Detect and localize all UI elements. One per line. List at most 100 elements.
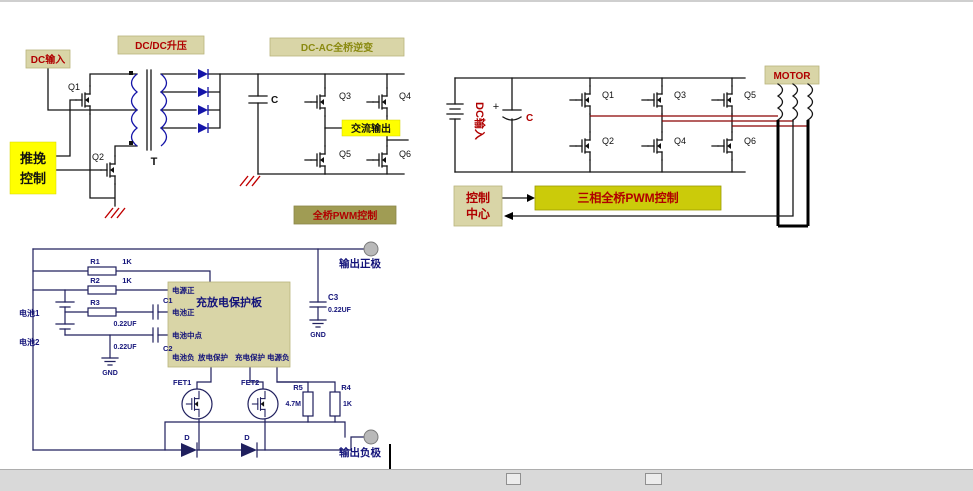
phase-dot xyxy=(129,71,133,75)
q1-label: Q1 xyxy=(602,90,614,100)
capacitor-c3 xyxy=(309,301,327,308)
page-handle[interactable] xyxy=(645,473,662,485)
pin-discharge-protect: 放电保护 xyxy=(197,352,228,362)
inverter-wires xyxy=(47,67,409,207)
q5-label: Q5 xyxy=(744,90,756,100)
output-positive-label: 输出正极 xyxy=(339,257,381,270)
motor-cables xyxy=(776,120,810,228)
q6-label: Q6 xyxy=(744,136,756,146)
r5-label: R5 xyxy=(293,383,303,392)
resistor-r3 xyxy=(87,307,117,317)
page-top-border xyxy=(0,0,973,2)
q4-label: Q4 xyxy=(674,136,686,146)
r2-label: R2 xyxy=(90,276,100,285)
ground-symbol xyxy=(101,357,119,366)
r2-value: 1K xyxy=(122,276,132,285)
output-negative-terminal xyxy=(363,429,379,445)
q6-label: Q6 xyxy=(399,149,411,159)
d2-label: D xyxy=(244,433,250,442)
plus-sign: + xyxy=(493,101,499,113)
fet1-label: FET1 xyxy=(173,378,191,387)
q4-mosfet xyxy=(647,131,663,161)
pin-battery-midpoint: 电池中点 xyxy=(172,330,202,340)
capacitor-c2 xyxy=(152,327,159,343)
ground-symbol xyxy=(104,207,126,219)
dcac-bridge-label-box: DC-AC全桥逆变 xyxy=(269,37,405,57)
control-center-line1: 控制 xyxy=(466,190,490,205)
motor-windings xyxy=(776,83,814,121)
ac-output-box: 交流输出 xyxy=(341,119,401,137)
c2-label: C2 xyxy=(163,344,173,353)
ac-output-label: 交流输出 xyxy=(351,122,391,135)
battery2-label: 电池2 xyxy=(19,337,40,347)
q3-label: Q3 xyxy=(674,90,686,100)
dcdc-boost-label-box: DC/DC升压 xyxy=(117,35,205,55)
r4-label: R4 xyxy=(341,383,351,392)
protection-circuit-diagram: 充放电保护板 电源正 电池正 电池中点 电池负 放电保护 充电保护 电源负 输出… xyxy=(19,241,381,459)
arrowhead-left xyxy=(504,212,513,220)
transformer-symbol xyxy=(129,69,168,151)
dc-input-label: DC输入 xyxy=(473,102,487,140)
resistor-r2 xyxy=(87,285,117,295)
push-pull-control-box: 推挽 控制 xyxy=(9,141,57,195)
q5-mosfet xyxy=(310,145,326,175)
q5-label: Q5 xyxy=(339,149,351,159)
gnd-label: GND xyxy=(102,370,118,377)
q4-label: Q4 xyxy=(399,91,411,101)
transformer-label: T xyxy=(151,156,158,168)
gnd-label: GND xyxy=(310,332,326,339)
bottom-scrollbar-track[interactable] xyxy=(0,469,973,491)
feedback-arrow xyxy=(504,120,794,220)
battery1-symbol xyxy=(55,301,75,308)
c1-label: C1 xyxy=(163,296,173,305)
three-phase-pwm-box: 三相全桥PWM控制 xyxy=(534,185,722,211)
d1-label: D xyxy=(184,433,190,442)
pin-battery-negative: 电池负 xyxy=(172,352,195,362)
text-cursor xyxy=(389,444,391,469)
q3-mosfet xyxy=(310,87,326,117)
q3-mosfet xyxy=(647,85,663,115)
control-arrow xyxy=(501,194,535,202)
c1-value: 0.22UF xyxy=(114,321,138,328)
pin-battery-positive: 电池正 xyxy=(172,307,195,317)
motor-label-box: MOTOR xyxy=(764,65,820,85)
motor-label: MOTOR xyxy=(773,71,811,82)
q1-label: Q1 xyxy=(68,82,80,92)
bridge-pwm-box: 全桥PWM控制 xyxy=(293,205,397,225)
capacitor-label: C xyxy=(526,113,533,124)
phase-dot xyxy=(129,141,133,145)
page-handle[interactable] xyxy=(506,473,521,485)
diode-d2 xyxy=(241,442,258,458)
q2-mosfet xyxy=(575,131,591,161)
q1-mosfet xyxy=(575,85,591,115)
resistor-r4 xyxy=(329,391,341,417)
output-negative-label: 输出负极 xyxy=(339,446,381,459)
q6-mosfet xyxy=(717,131,733,161)
r1-value: 1K xyxy=(122,257,132,266)
dc-input-label-box: DC输入 xyxy=(25,49,71,69)
r4-value: 1K xyxy=(343,401,352,408)
q2-label: Q2 xyxy=(92,152,104,162)
dc-input-label: DC输入 xyxy=(31,53,65,66)
ground-symbol xyxy=(239,175,261,187)
dcdc-boost-label: DC/DC升压 xyxy=(135,39,187,52)
rectifier-diodes xyxy=(198,69,209,133)
protection-wires xyxy=(32,248,365,451)
resistor-r5 xyxy=(302,391,314,417)
arrowhead-right xyxy=(527,194,535,202)
q6-mosfet xyxy=(372,145,388,175)
board-title: 充放电保护板 xyxy=(196,295,263,309)
three-phase-pwm-label: 三相全桥PWM控制 xyxy=(577,190,678,205)
ground-symbol xyxy=(309,319,327,328)
dcac-bridge-label: DC-AC全桥逆变 xyxy=(301,41,373,54)
motor-driver-circuit-diagram: DC输入 + C Q1 Q2 Q3 Q4 Q5 Q6 MOTOR xyxy=(446,65,820,228)
c2-value: 0.22UF xyxy=(114,344,138,351)
diode-d1 xyxy=(181,442,198,458)
pin-power-positive: 电源正 xyxy=(172,285,195,295)
output-positive-terminal xyxy=(363,241,379,257)
bridge-pwm-label: 全桥PWM控制 xyxy=(312,209,377,222)
resistor-r1 xyxy=(87,266,117,276)
fet2-label: FET2 xyxy=(241,378,259,387)
q5-mosfet xyxy=(717,85,733,115)
